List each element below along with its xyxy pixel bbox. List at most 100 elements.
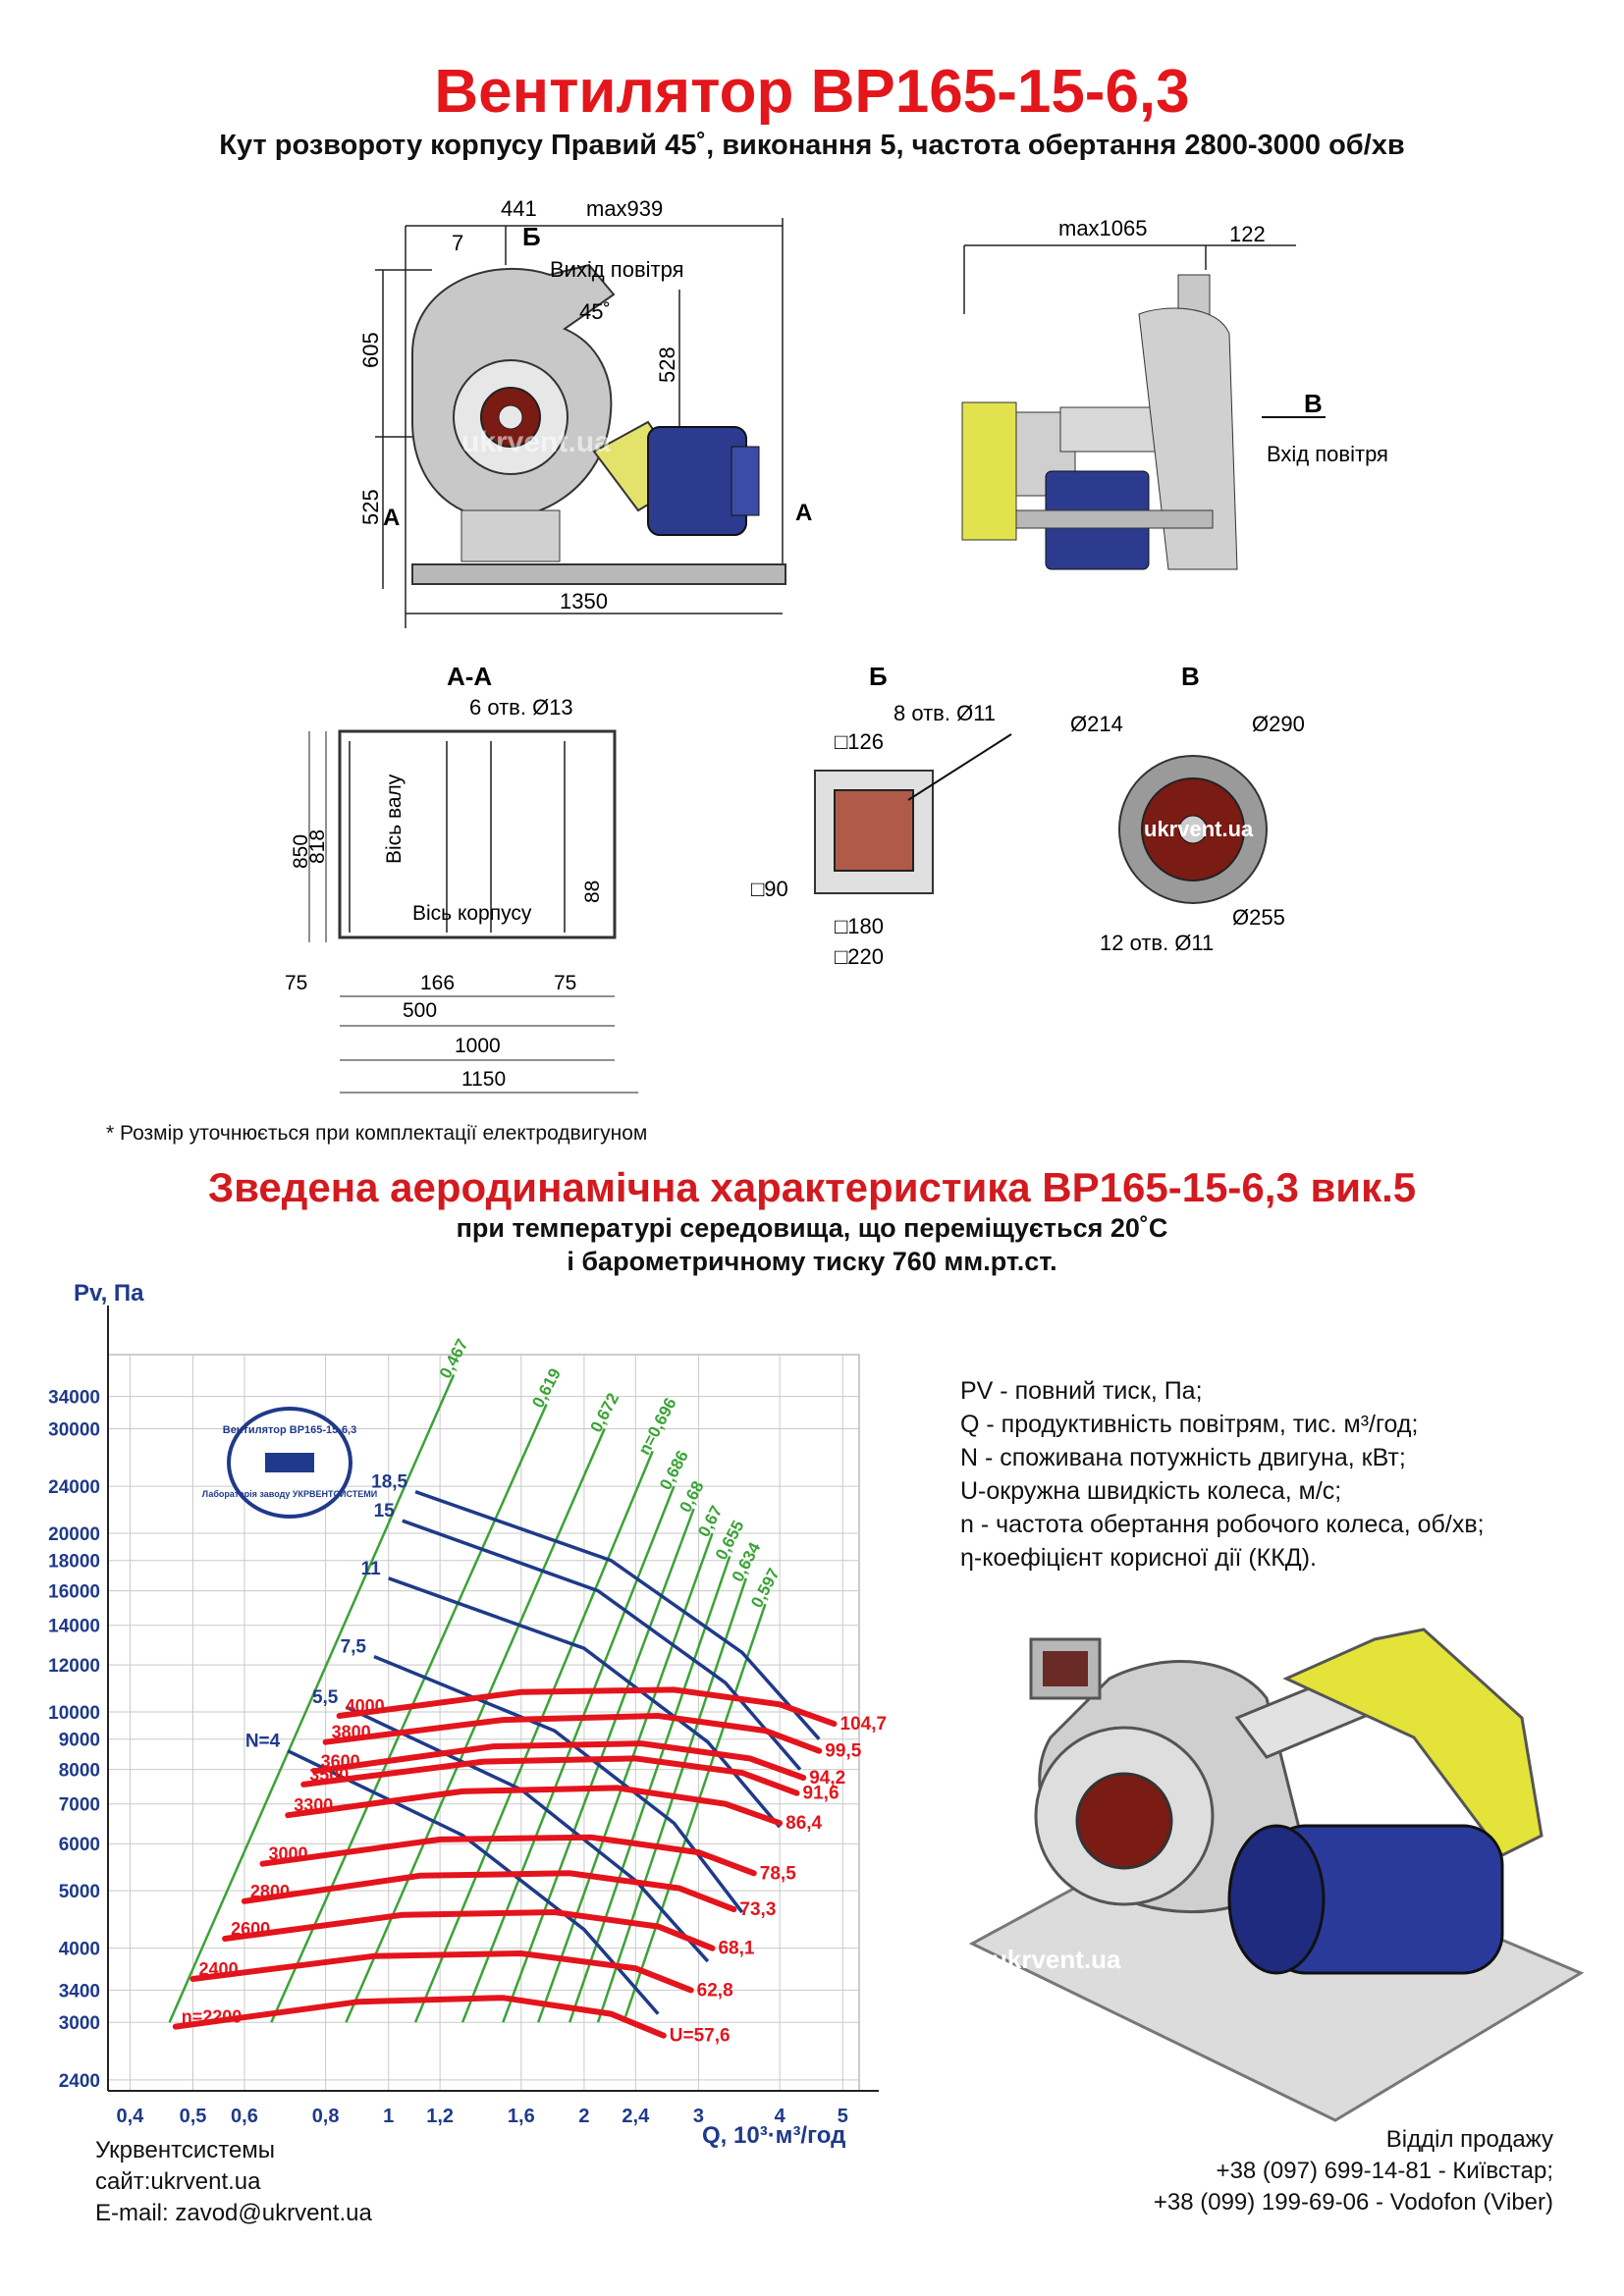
power-label: 5,5 bbox=[312, 1687, 339, 1708]
y-tick-label: 10000 bbox=[48, 1703, 100, 1724]
power-curve bbox=[402, 1519, 802, 1771]
dim-75-left: 75 bbox=[285, 972, 307, 994]
dim-1150: 1150 bbox=[461, 1068, 506, 1091]
speed-n-label: 2600 bbox=[231, 1919, 270, 1939]
y-tick-label: 6000 bbox=[59, 1835, 100, 1855]
view-v-drawing: В Ø214 Ø290 ukrvent.ua Ø255 12 отв. Ø11 bbox=[1070, 662, 1305, 955]
dim-122: 122 bbox=[1229, 222, 1266, 246]
speed-curve bbox=[285, 1785, 784, 1827]
aero-title: Зведена аеродинамічна характеристика ВР1… bbox=[207, 1164, 1417, 1210]
section-aa-title: А-А bbox=[447, 662, 492, 691]
legend-list: PV - повний тиск, Па; Q - продуктивність… bbox=[960, 1374, 1485, 1575]
footnote: * Розмір уточнюється при комплектації ел… bbox=[106, 1122, 648, 1145]
y-tick-label: 7000 bbox=[59, 1795, 100, 1816]
lab-logo: Вентилятор ВР165-15-6,3 Лабораторія заво… bbox=[202, 1407, 377, 1519]
x-tick-label: 0,4 bbox=[116, 2106, 144, 2127]
x-tick-label: 5 bbox=[838, 2106, 848, 2127]
efficiency-line bbox=[596, 1577, 747, 2023]
legend-item: PV - повний тиск, Па; bbox=[960, 1377, 1203, 1405]
watermark: ukrvent.ua bbox=[461, 426, 611, 458]
dim-605: 605 bbox=[358, 332, 383, 368]
dim-220: □220 bbox=[835, 944, 884, 969]
view-b-drawing: Б 8 отв. Ø11 □126 □90 □180 □220 bbox=[751, 662, 1012, 969]
dim-angle: 45˚ bbox=[579, 299, 611, 324]
section-aa-drawing: А-А 6 отв. Ø13 850 818 Вісь валу Вісь ко… bbox=[285, 662, 638, 1094]
legend-item: N - споживана потужність двигуна, кВт; bbox=[960, 1444, 1406, 1471]
y-axis-label: Pv, Па bbox=[74, 1280, 144, 1307]
contacts-right: Відділ продажу +38 (097) 699-14-81 - Киї… bbox=[1154, 2124, 1553, 2218]
dim-90: □90 bbox=[751, 877, 788, 901]
legend-item: n - частота обертання робочого колеса, о… bbox=[960, 1511, 1485, 1538]
speed-n-label: 3800 bbox=[332, 1723, 371, 1742]
inlet-label: Вхід повітря bbox=[1267, 442, 1388, 466]
logo-top: Вентилятор ВР165-15-6,3 bbox=[223, 1424, 357, 1436]
speed-curve bbox=[300, 1755, 800, 1796]
speed-n-label: n=2200 bbox=[182, 2007, 243, 2027]
sales-dept: Відділ продажу bbox=[1385, 2126, 1553, 2153]
dim-214: Ø214 bbox=[1070, 712, 1123, 736]
phone-vodafone[interactable]: +38 (099) 199-69-06 - Vodofon (Viber) bbox=[1153, 2189, 1553, 2216]
speed-n-label: 3300 bbox=[294, 1795, 333, 1815]
x-tick-label: 4 bbox=[775, 2106, 786, 2127]
aero-line1: при температурі середовища, що переміщує… bbox=[456, 1213, 1168, 1243]
y-tick-label: 2400 bbox=[59, 2071, 100, 2092]
dim-75-right: 75 bbox=[554, 972, 576, 994]
power-label: 11 bbox=[361, 1559, 382, 1579]
y-tick-label: 4000 bbox=[59, 1940, 100, 1960]
power-curve bbox=[388, 1576, 782, 1829]
dim-max939: max939 bbox=[586, 196, 663, 221]
y-tick-label: 20000 bbox=[48, 1524, 100, 1545]
y-tick-label: 3000 bbox=[59, 2013, 100, 2034]
y-tick-label: 3400 bbox=[59, 1981, 100, 2002]
front-view-drawing: 441 max939 7 Б Вихід повітря 45˚ 605 525… bbox=[358, 196, 812, 628]
speed-u-label: U=57,6 bbox=[670, 2026, 731, 2047]
power-curve bbox=[287, 1749, 660, 2015]
view-b-title: Б bbox=[869, 662, 888, 691]
y-tick-label: 8000 bbox=[59, 1761, 100, 1782]
speed-u-label: 78,5 bbox=[760, 1863, 796, 1884]
power-label: N=4 bbox=[245, 1732, 281, 1752]
axis-body-label: Вісь корпусу bbox=[412, 902, 532, 925]
power-label: 18,5 bbox=[371, 1472, 407, 1493]
dim-525: 525 bbox=[358, 489, 383, 525]
speed-curve bbox=[172, 1995, 667, 2039]
y-tick-label: 5000 bbox=[59, 1882, 100, 1902]
section-a-left: А bbox=[383, 505, 400, 531]
y-tick-label: 9000 bbox=[59, 1731, 100, 1751]
email-link[interactable]: E-mail: zavod@ukrvent.ua bbox=[95, 2200, 372, 2226]
phone-kyivstar[interactable]: +38 (097) 699-14-81 - Київстар; bbox=[1216, 2158, 1553, 2184]
page-subtitle: Кут розвороту корпусу Правий 45˚, викона… bbox=[219, 130, 1405, 161]
section-a-right: А bbox=[795, 500, 812, 526]
y-ticks: 2400 3000 3400 4000 5000 6000 7000 8000 9000 1000… bbox=[48, 1388, 100, 2092]
power-label: 7,5 bbox=[341, 1637, 367, 1658]
efficiency-line bbox=[168, 1373, 456, 2023]
speed-n-label: 2800 bbox=[250, 1882, 290, 1901]
power-curve bbox=[373, 1654, 744, 1914]
legend-item: Q - продуктивність повітрям, тис. м³/год… bbox=[960, 1411, 1419, 1438]
x-tick-label: 2 bbox=[578, 2106, 589, 2127]
speed-curve bbox=[259, 1834, 757, 1877]
section-aa-holes: 6 отв. Ø13 bbox=[469, 695, 573, 720]
x-tick-label: 0,8 bbox=[312, 2106, 340, 2127]
speed-u-label: 68,1 bbox=[718, 1939, 754, 1959]
speed-u-label: 73,3 bbox=[739, 1899, 776, 1920]
x-axis-label: Q, 10³·м³/год bbox=[702, 2122, 845, 2149]
y-tick-label: 12000 bbox=[48, 1656, 100, 1677]
y-tick-label: 16000 bbox=[48, 1582, 100, 1603]
site-link[interactable]: сайт:ukrvent.ua bbox=[95, 2168, 261, 2195]
efficiency-line bbox=[413, 1450, 654, 2023]
render-watermark: ukrvent.ua bbox=[992, 1945, 1121, 1974]
fan-render: ukrvent.ua bbox=[968, 1628, 1585, 2122]
speed-curve bbox=[241, 1870, 737, 1913]
view-v-holes: 12 отв. Ø11 bbox=[1100, 931, 1214, 955]
speed-u-label: 99,5 bbox=[825, 1741, 861, 1762]
efficiency-line bbox=[622, 1603, 767, 2023]
dim-7: 7 bbox=[452, 231, 463, 255]
dim-166: 166 bbox=[420, 972, 455, 994]
logo-bottom: Лабораторія заводу УКРВЕНТСИСТЕМИ bbox=[202, 1489, 377, 1499]
x-tick-label: 0,5 bbox=[180, 2106, 207, 2127]
dim-126: □126 bbox=[835, 729, 884, 754]
x-tick-label: 1,2 bbox=[426, 2106, 454, 2127]
